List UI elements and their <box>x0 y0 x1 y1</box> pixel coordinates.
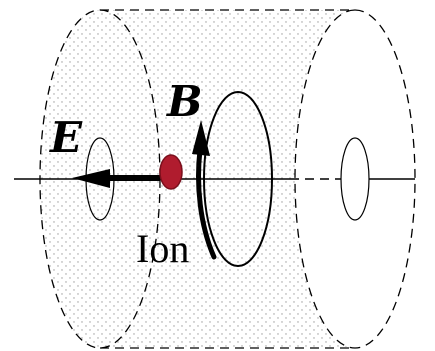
magnetic-field-label: B <box>166 77 203 126</box>
ion-motion-arrow <box>196 147 217 260</box>
right-inner-hole <box>340 137 370 221</box>
right-end-cap-front <box>354 9 416 349</box>
ion-label: Ion <box>136 226 189 271</box>
ion-particle <box>159 154 183 190</box>
magnetic-field-loop <box>203 91 273 267</box>
electric-field-arrowhead <box>72 169 110 188</box>
right-end-cap-back <box>294 9 356 349</box>
electric-field-label: E <box>49 113 83 162</box>
ion-motion-arrowhead <box>192 120 210 156</box>
